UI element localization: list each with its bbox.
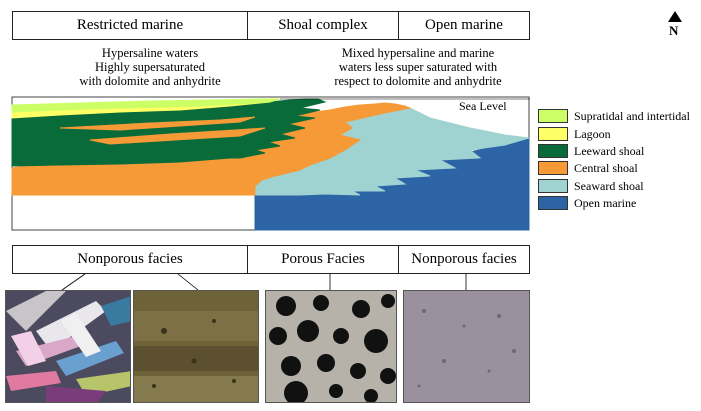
note-line: waters less super saturated with bbox=[338, 60, 498, 74]
facies-cross-section bbox=[11, 96, 530, 231]
header-open-marine-label: Open marine bbox=[425, 17, 503, 33]
header-open-marine: Open marine bbox=[398, 11, 530, 40]
header-nonporous-left-label: Nonporous facies bbox=[77, 251, 183, 267]
note-line: respect to dolomite and anhydrite bbox=[334, 74, 502, 88]
connector-lines bbox=[0, 270, 701, 292]
north-arrow-icon bbox=[668, 10, 682, 22]
header-shoal-complex-label: Shoal complex bbox=[278, 17, 368, 33]
fine-dolomite-photo bbox=[403, 290, 530, 403]
legend-swatch bbox=[538, 109, 568, 123]
note-line: Highly supersaturated bbox=[94, 60, 206, 74]
open-marine-note: Mixed hypersaline and marine waters less… bbox=[318, 46, 518, 88]
note-line: with dolomite and anhydrite bbox=[79, 74, 221, 88]
legend-swatch bbox=[538, 144, 568, 158]
header-porous-facies: Porous Facies bbox=[247, 245, 399, 274]
header-restricted-marine: Restricted marine bbox=[12, 11, 248, 40]
header-nonporous-right-label: Nonporous facies bbox=[411, 251, 517, 267]
legend-swatch bbox=[538, 127, 568, 141]
oolitic-porous-photo bbox=[265, 290, 397, 403]
dolomitic-mudstone-photo bbox=[133, 290, 259, 403]
header-shoal-complex: Shoal complex bbox=[247, 11, 399, 40]
legend-label: Seaward shoal bbox=[574, 179, 644, 193]
legend-label: Supratidal and intertidal bbox=[574, 109, 690, 123]
supratidal-layer bbox=[11, 98, 281, 113]
legend-label: Open marine bbox=[574, 196, 637, 210]
header-nonporous-facies-left: Nonporous facies bbox=[12, 245, 248, 274]
legend-swatch bbox=[538, 196, 568, 210]
header-porous-label: Porous Facies bbox=[281, 251, 365, 267]
note-line: Mixed hypersaline and marine bbox=[341, 46, 495, 60]
legend-label: Lagoon bbox=[574, 127, 611, 141]
header-nonporous-facies-right: Nonporous facies bbox=[398, 245, 530, 274]
legend-label: Central shoal bbox=[574, 161, 638, 175]
north-label: N bbox=[669, 23, 679, 38]
header-restricted-marine-label: Restricted marine bbox=[76, 17, 184, 33]
crystalline-anhydrite-photo bbox=[5, 290, 131, 403]
legend-label: Leeward shoal bbox=[574, 144, 645, 158]
restricted-marine-note: Hypersaline waters Highly supersaturated… bbox=[50, 46, 250, 88]
legend-swatch bbox=[538, 161, 568, 175]
legend-swatch bbox=[538, 179, 568, 193]
note-line: Hypersaline waters bbox=[101, 46, 199, 60]
sea-level-label: Sea Level bbox=[459, 99, 507, 113]
